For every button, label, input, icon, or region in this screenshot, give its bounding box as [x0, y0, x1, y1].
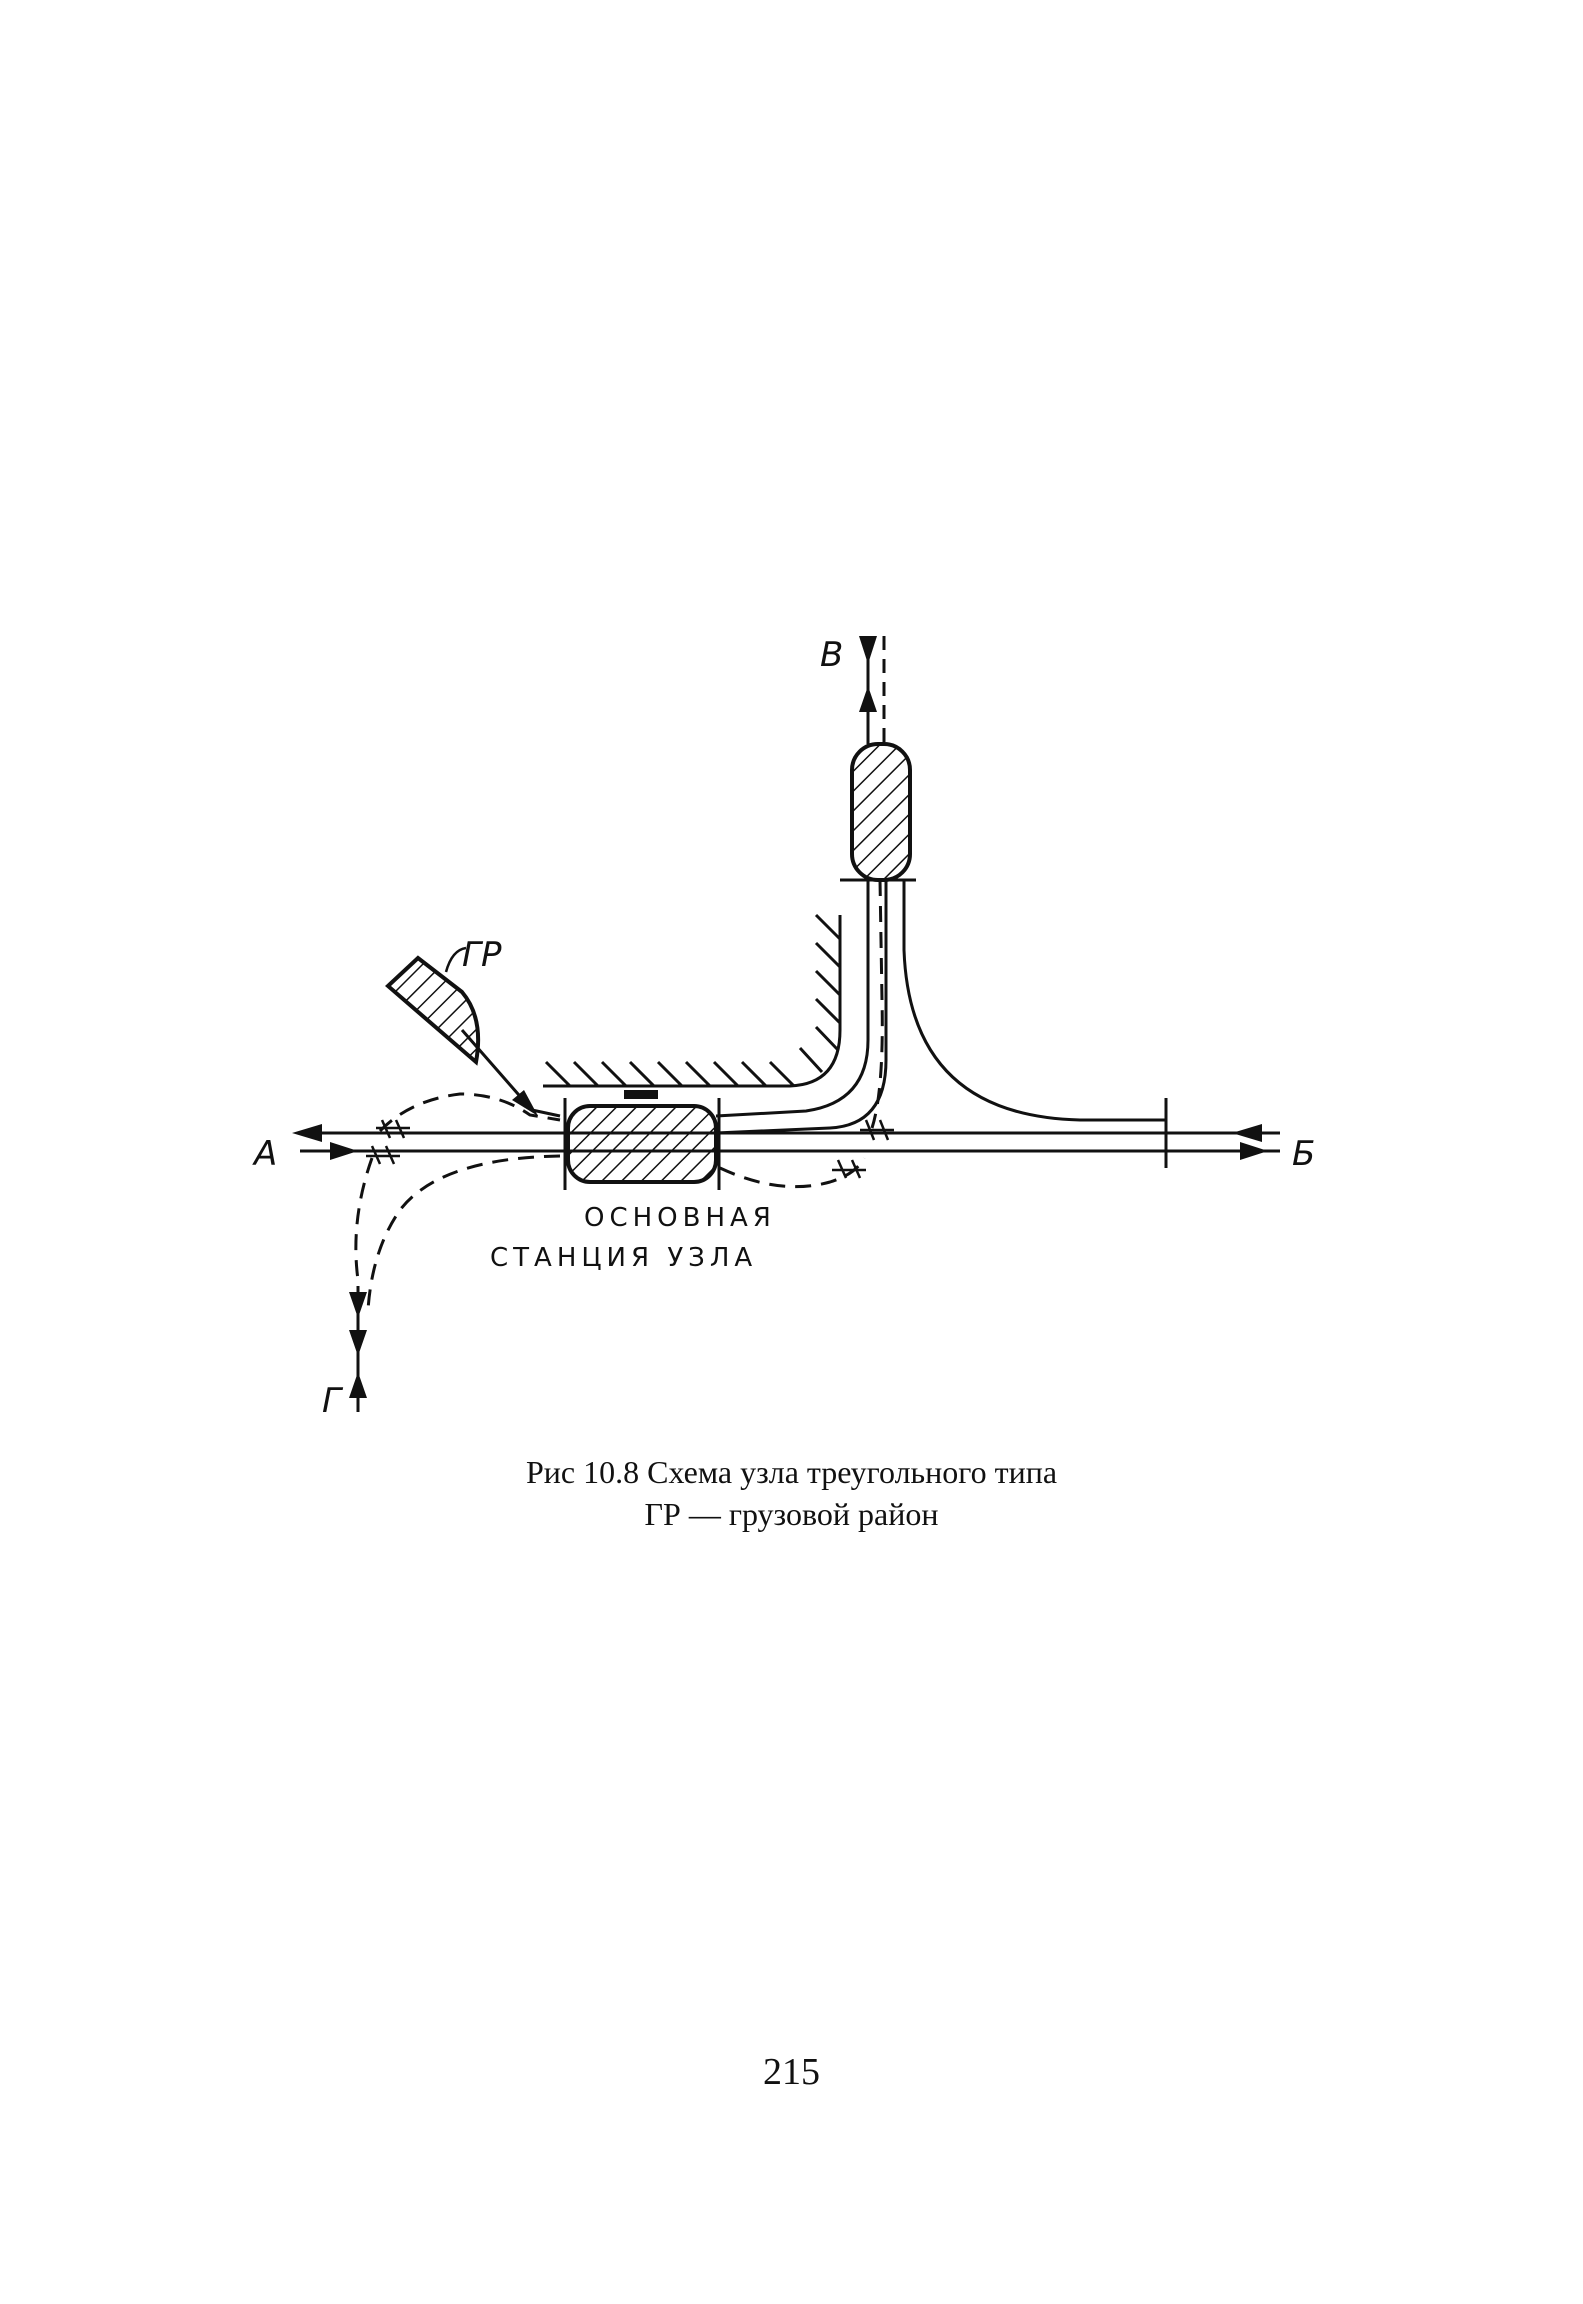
label-a: А — [252, 1134, 277, 1174]
label-v: В — [820, 635, 843, 675]
branch-v-inner — [715, 880, 870, 1118]
arrow-g-up — [349, 1372, 367, 1398]
curve-v-b — [902, 880, 1166, 1122]
arrow-b-out — [1240, 1142, 1268, 1160]
bypass-vertical-v — [870, 879, 884, 1129]
page-number: 215 — [763, 2051, 820, 2093]
figure-caption-title: Рис 10.8 Схема узла треугольного типа — [525, 1454, 1058, 1490]
arrow-v-in — [859, 686, 877, 712]
branch-v-outer — [715, 880, 888, 1135]
arrow-v-out — [859, 636, 877, 664]
bypass-lower-left — [354, 1157, 374, 1320]
arrow-g-down — [349, 1292, 367, 1318]
freight-district-leader — [444, 946, 467, 973]
arrow-a-out — [292, 1124, 322, 1142]
station-label-line1: ОСНОВНАЯ — [584, 1203, 776, 1233]
crossing-marks — [366, 1119, 894, 1179]
label-b: Б — [1292, 1134, 1315, 1174]
wall-hatch-vertical — [814, 913, 842, 1052]
arrow-a-in — [330, 1142, 358, 1160]
station-v — [850, 742, 912, 882]
label-freight-district: ГР — [462, 935, 502, 975]
figure-caption-legend: ГР — грузовой район — [644, 1496, 939, 1532]
bypass-upper-left — [378, 1092, 561, 1133]
arrow-g-down-2 — [349, 1330, 367, 1356]
label-g: Г — [322, 1381, 344, 1421]
bypass-curve-to-g — [366, 1154, 561, 1311]
main-station — [566, 1104, 718, 1184]
freight-access-arrow — [512, 1090, 538, 1116]
wall-hatch-horizontal — [544, 1046, 824, 1088]
freight-district — [385, 955, 481, 1066]
protective-wall — [543, 915, 842, 1088]
arrow-b-in — [1232, 1124, 1262, 1142]
passenger-platform — [624, 1090, 658, 1099]
station-label-line2: СТАНЦИЯ УЗЛА — [490, 1243, 757, 1273]
